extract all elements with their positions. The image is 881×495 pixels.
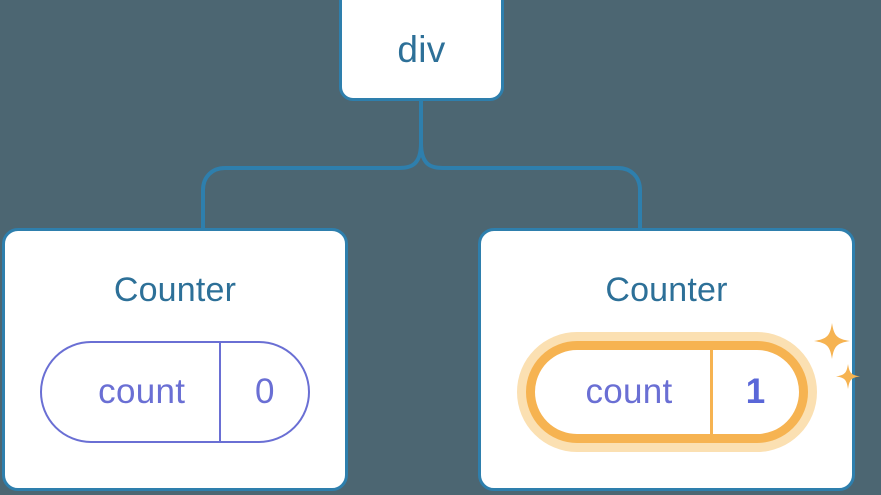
- state-pill-wrap-a: count 0: [40, 341, 310, 443]
- state-pill-a-value: 0: [254, 372, 275, 411]
- state-pill-b[interactable]: count 1: [525, 341, 808, 443]
- state-pill-b-value: 1: [745, 372, 766, 411]
- state-pill-b-key: count: [535, 350, 713, 434]
- connector-to-counter-a: [201, 142, 423, 228]
- sparkle-four-point-icon: [813, 323, 850, 359]
- node-div-label: div: [397, 29, 446, 70]
- state-pill-a[interactable]: count 0: [40, 341, 310, 443]
- node-div[interactable]: div: [339, 0, 504, 101]
- state-pill-a-key: count: [42, 343, 222, 441]
- connector-to-counter-b: [419, 142, 642, 228]
- node-counter-a-title: Counter: [113, 271, 237, 309]
- node-counter-a[interactable]: Counter count 0: [2, 228, 348, 491]
- node-counter-b[interactable]: Counter count 1: [478, 228, 860, 491]
- node-counter-b-title: Counter: [605, 271, 728, 309]
- state-pill-wrap-b: count 1: [525, 323, 860, 443]
- sparkle-four-point-small-icon: [835, 364, 860, 389]
- sparkle-group: [813, 323, 860, 389]
